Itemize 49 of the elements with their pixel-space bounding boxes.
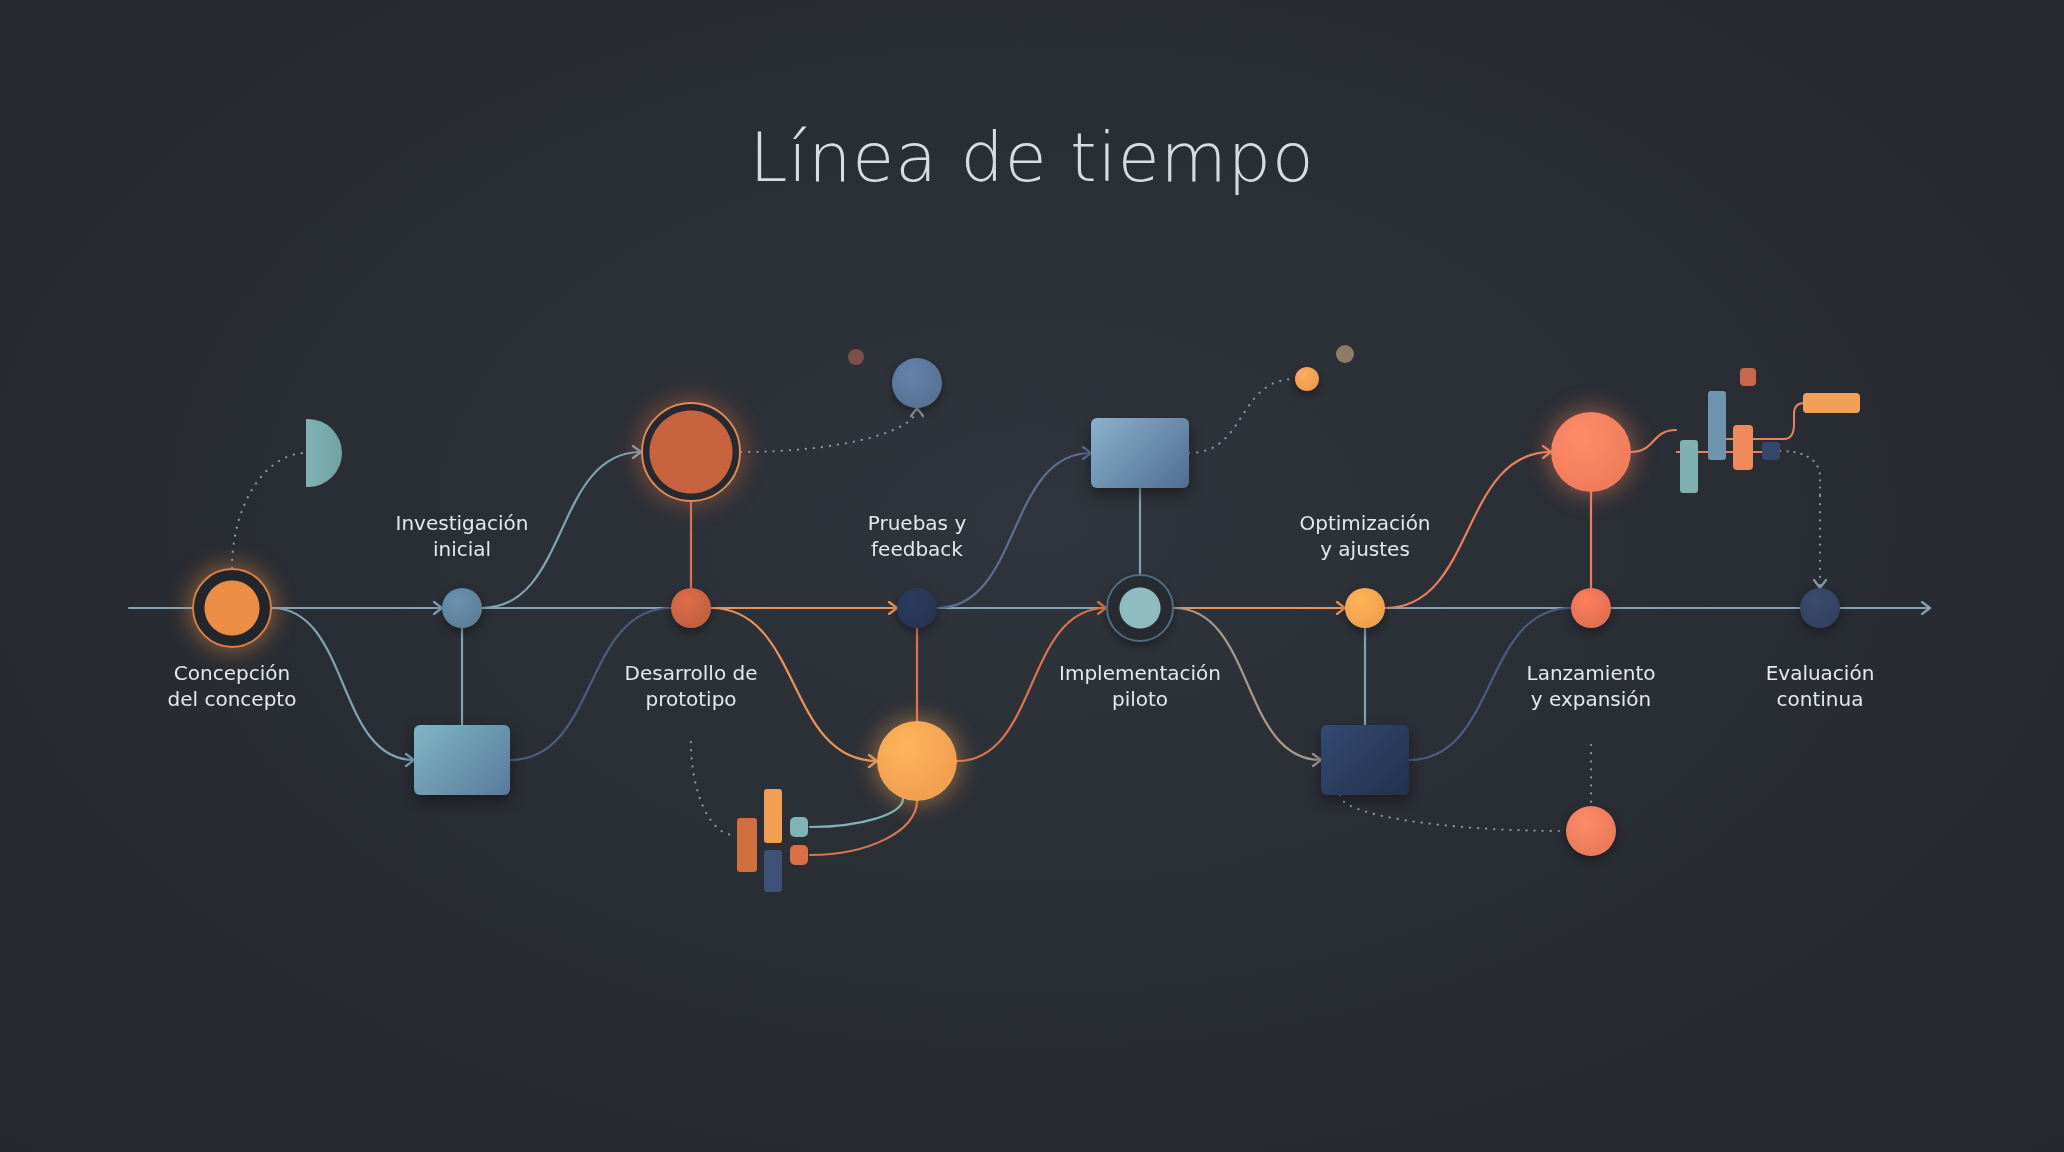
arrow (1172, 606, 1323, 766)
milestone-label: Concepción del concepto (166, 660, 298, 712)
milestone-circle (1800, 588, 1840, 628)
connector-line (1407, 606, 1573, 762)
connector-line (1138, 486, 1142, 576)
circle-marker (1566, 806, 1616, 856)
title: Línea de tiempo (748, 118, 1316, 197)
bar-cluster-drawing (734, 787, 810, 893)
arrow (1838, 600, 1932, 616)
connector-line (508, 606, 673, 762)
milestone-circle (897, 588, 937, 628)
circle-marker (877, 721, 957, 801)
milestone-circle (1571, 588, 1611, 628)
process-box (1091, 418, 1189, 488)
connector-line (689, 500, 693, 590)
milestone-label: Optimización y ajustes (1298, 510, 1432, 562)
milestone-label: Implementación piloto (1058, 660, 1222, 712)
process-box (1321, 725, 1409, 795)
milestone-circle (192, 568, 272, 648)
arrow (480, 446, 643, 610)
connector-line (460, 626, 464, 727)
circle-marker (892, 358, 942, 408)
connector-line (808, 799, 919, 857)
connector-line (915, 626, 919, 723)
milestone-circle (671, 588, 711, 628)
circle-marker (641, 402, 741, 502)
arrow (270, 606, 416, 766)
milestone-label: Lanzamiento y expansión (1525, 660, 1657, 712)
milestone-label: Desarrollo de prototipo (623, 660, 759, 712)
arrow (935, 447, 1093, 610)
milestone-label: Evaluación continua (1764, 660, 1876, 712)
dotted-connector (739, 406, 922, 454)
connector-line (1589, 490, 1593, 590)
milestone-circle (442, 588, 482, 628)
arrow (1383, 446, 1553, 610)
dotted-connector (1812, 494, 1828, 590)
connector-line (1629, 428, 1678, 454)
milestone-circle (1345, 588, 1385, 628)
arrow (709, 606, 879, 767)
connector-line (1363, 626, 1367, 727)
circle-marker (1295, 367, 1319, 391)
milestone-label: Investigación inicial (394, 510, 530, 562)
circle-marker (1551, 412, 1631, 492)
process-box (414, 725, 510, 795)
connector-line (127, 606, 194, 610)
arrow (955, 602, 1108, 763)
connector-line (1609, 606, 1802, 610)
milestone-label: Pruebas y feedback (866, 510, 968, 562)
connector-line (808, 797, 905, 829)
